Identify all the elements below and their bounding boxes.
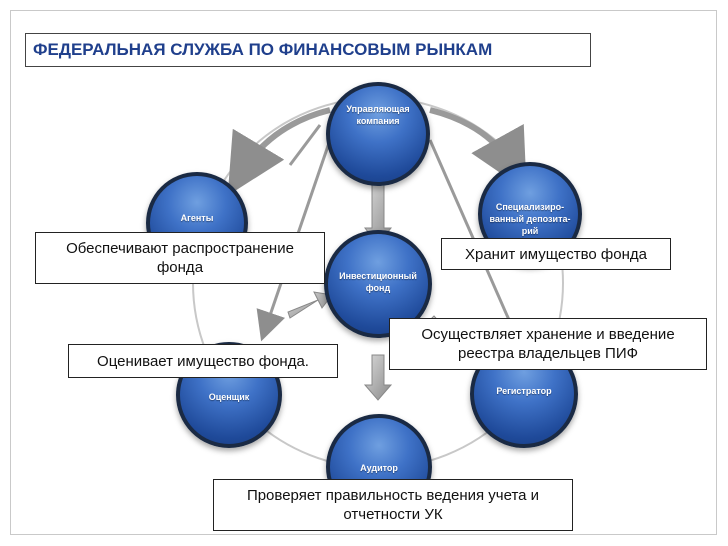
arrow-appraiser-fund (287, 291, 333, 319)
arrow-fund-auditor (363, 354, 393, 401)
node-registrar-label: Регистратор (496, 386, 552, 396)
node-management-company-label: Управляющая компания (346, 104, 410, 126)
callout-appraiser: Оценивает имущество фонда. (68, 344, 338, 378)
node-appraiser-label: Оценщик (208, 392, 250, 402)
callout-registrar: Осуществляет хранение и введение реестра… (389, 318, 707, 370)
callout-depository: Хранит имущество фонда (441, 238, 671, 270)
slide-title: ФЕДЕРАЛЬНАЯ СЛУЖБА ПО ФИНАНСОВЫМ РЫНКАМ (25, 33, 591, 67)
slide-frame (10, 10, 717, 535)
spoke-management-agents-inner (288, 124, 322, 166)
node-management-company (326, 82, 430, 186)
callout-agents: Обеспечивают распространение фонда (35, 232, 325, 284)
node-agents-label: Агенты (180, 213, 214, 223)
arrow-management-agents (227, 107, 331, 196)
arrow-management-depository (429, 107, 527, 191)
node-auditor-label: Аудитор (360, 463, 398, 473)
node-depository-label: Специализиро- ванный депозита- рий (489, 202, 571, 236)
callout-auditor: Проверяет правильность ведения учета и о… (213, 479, 573, 531)
node-investment-fund-label: Инвестиционный фонд (339, 271, 417, 293)
